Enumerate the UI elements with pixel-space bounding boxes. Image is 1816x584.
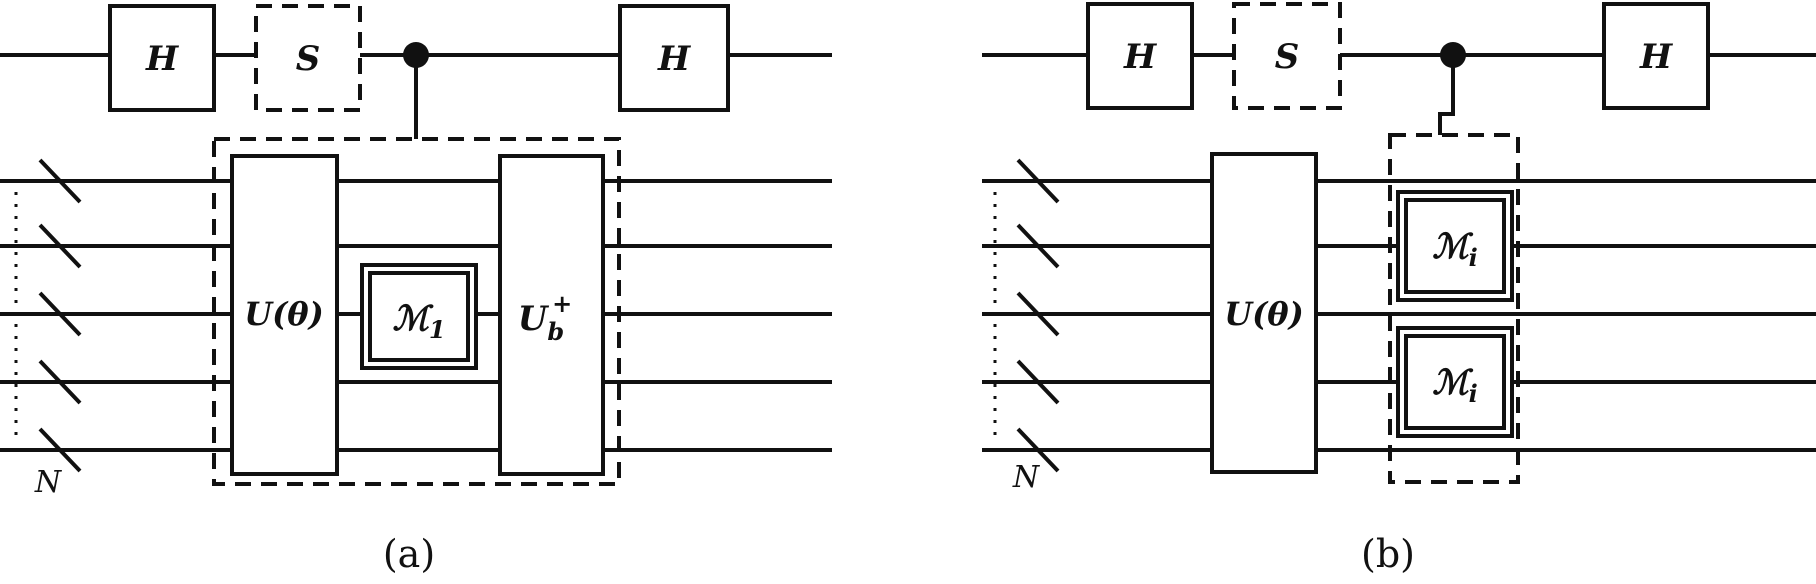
hadamard-gate-label: H (657, 39, 692, 79)
measurement-operator-subscript: i (1469, 379, 1478, 408)
measurement-operator-label: ℳi (1432, 363, 1477, 408)
unitary-ub-subscript: b (547, 317, 564, 346)
panel-caption-a: (a) (383, 532, 435, 576)
bundle-slash (1016, 427, 1060, 473)
unitary-ub-dagger-label: Ub+ (518, 289, 573, 346)
phase-gate-s-a (254, 4, 362, 112)
wire-bundle-slashes-b (1016, 158, 1060, 473)
measurement-operator-symbol: ℳ (1432, 227, 1474, 267)
unitary-u-theta-label: U(θ) (1224, 295, 1304, 333)
measurement-operator-label: ℳi (1432, 227, 1477, 272)
measurement-operator-subscript: i (1469, 243, 1478, 272)
measurement-operator-symbol: ℳ (392, 299, 434, 339)
unitary-u-theta-gate-b (1210, 152, 1318, 474)
bundle-slash (1016, 291, 1060, 337)
unitary-ub-dagger-gate-a (498, 154, 605, 476)
hadamard-gate-right-a (618, 4, 730, 112)
bundle-slash (38, 223, 82, 269)
panel-caption-b: (b) (1361, 532, 1415, 576)
unitary-ub-superscript: + (552, 289, 572, 318)
unitary-ub-symbol: U (518, 299, 550, 339)
hadamard-gate-left-b (1086, 2, 1194, 110)
qubit-count-label: N (34, 465, 63, 500)
hadamard-gate-label: H (1639, 37, 1674, 77)
hadamard-gate-label: H (1123, 37, 1158, 77)
phase-gate-label: S (1275, 37, 1300, 77)
panel-b: N H S H U(θ) ℳi ℳi (b) (982, 2, 1816, 576)
register-wires-a (0, 179, 832, 452)
phase-gate-label: S (296, 39, 321, 79)
measurement-operator-gate-upper-b (1396, 190, 1514, 302)
bundle-slash (1016, 359, 1060, 405)
measurement-operator-label: ℳ1 (392, 299, 445, 344)
unitary-u-theta-gate-a (230, 154, 339, 476)
bundle-slash (1016, 223, 1060, 269)
bundle-slash (38, 158, 82, 204)
panel-a: N H S H U(θ) ℳ1 Ub+ (a) (0, 4, 832, 576)
qubit-count-label: N (1012, 460, 1041, 495)
wire-bundle-slashes-a (38, 158, 82, 473)
bundle-slash (38, 359, 82, 405)
bundle-slash (38, 427, 82, 473)
phase-gate-s-b (1232, 2, 1342, 110)
measurement-operator-symbol: ℳ (1432, 363, 1474, 403)
control-line-b (1438, 55, 1455, 135)
controlled-block-outline-a (212, 137, 621, 486)
bundle-slash (1016, 158, 1060, 204)
hadamard-gate-label: H (145, 39, 180, 79)
measurement-operator-inner-border (1404, 198, 1506, 294)
measurement-operator-gate-a (360, 263, 478, 370)
controlled-block-outline-b (1388, 133, 1520, 484)
hadamard-gate-right-b (1602, 2, 1710, 110)
measurement-operator-inner-border (1404, 334, 1506, 430)
measurement-operator-subscript: 1 (429, 315, 446, 344)
bundle-slash (38, 291, 82, 337)
hadamard-gate-left-a (108, 4, 216, 112)
measurement-operator-gate-lower-b (1396, 326, 1514, 438)
measurement-operator-inner-border (368, 271, 470, 362)
unitary-u-theta-label: U(θ) (244, 295, 324, 333)
